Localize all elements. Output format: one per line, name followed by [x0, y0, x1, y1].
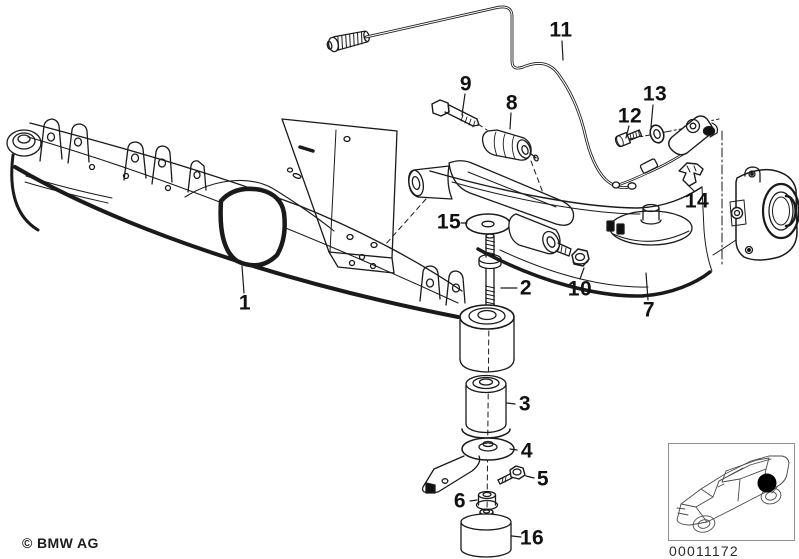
abs-sensor: [613, 116, 718, 188]
callout-2[interactable]: 2: [519, 276, 533, 300]
callout-1[interactable]: 1: [238, 291, 252, 315]
washer-15: [466, 214, 510, 234]
carrier-bracket-plate: [282, 119, 397, 273]
diagram-number: 00011172: [669, 543, 739, 559]
support-bracket-4: [423, 438, 514, 493]
callout-13[interactable]: 13: [642, 82, 668, 106]
rubber-mount-3: [462, 376, 510, 439]
washer-13: [648, 123, 666, 144]
callout-6[interactable]: 6: [453, 489, 467, 513]
rear-axle-location-dot: [757, 473, 777, 493]
callout-14[interactable]: 14: [684, 189, 710, 213]
callout-10[interactable]: 10: [567, 277, 593, 301]
control-arm: [406, 161, 573, 256]
callout-7[interactable]: 7: [642, 298, 656, 322]
callout-3[interactable]: 3: [518, 392, 532, 416]
trailing-arm: [430, 167, 799, 296]
car-location-thumbnail: [668, 443, 795, 541]
callout-9[interactable]: 9: [459, 72, 473, 96]
bolt-5: [498, 466, 525, 484]
callout-5[interactable]: 5: [536, 467, 550, 491]
callout-4[interactable]: 4: [520, 439, 534, 463]
bolt-2: [479, 234, 501, 309]
callout-15[interactable]: 15: [436, 210, 462, 234]
cable-clip-14: [679, 163, 703, 186]
bushing-8: [483, 130, 539, 162]
car-silhouette-icon: [676, 455, 790, 533]
callout-leader-lines: [242, 41, 694, 537]
axle-carrier-beam: [7, 119, 465, 317]
callout-8[interactable]: 8: [505, 91, 519, 115]
brake-pipe: [326, 7, 636, 189]
nut-10: [572, 249, 589, 266]
bolt-9: [432, 100, 479, 127]
carrier-bushing-housing: [460, 305, 514, 372]
callout-11[interactable]: 11: [549, 18, 573, 42]
rubber-buffer-16: [461, 509, 511, 557]
callout-16[interactable]: 16: [519, 526, 545, 550]
callout-12[interactable]: 12: [617, 104, 643, 128]
bmw-copyright: © BMW AG: [22, 535, 99, 551]
